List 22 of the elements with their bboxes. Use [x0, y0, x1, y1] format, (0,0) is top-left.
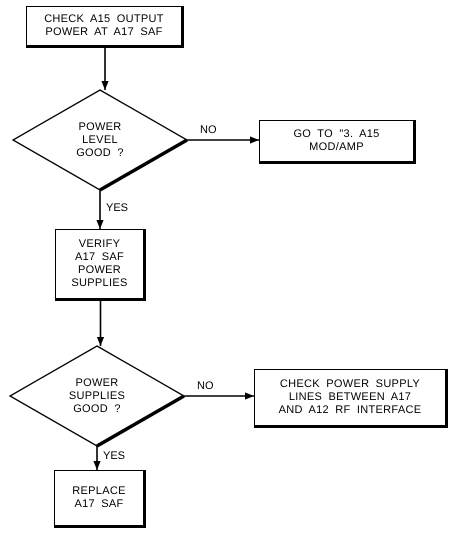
- node-text: CHECK POWER SUPPLY LINES BETWEEN A17 AND A12 RF INTERFACE: [278, 378, 422, 417]
- edge-label: NO: [199, 124, 218, 136]
- node-text: REPLACE A17 SAF: [71, 485, 127, 511]
- arrow: [184, 392, 254, 400]
- arrow: [93, 446, 101, 470]
- process-box: [54, 470, 146, 528]
- arrow: [101, 48, 109, 90]
- process-box: [26, 6, 184, 48]
- process-box: [254, 369, 448, 428]
- edge-label: YES: [105, 202, 130, 214]
- node-text: POWER SUPPLIES GOOD ?: [68, 376, 126, 416]
- arrow: [96, 301, 104, 346]
- process-box: [55, 229, 146, 301]
- node-text: VERIFY A17 SAF POWER SUPPLIES: [70, 238, 129, 290]
- arrow: [187, 136, 259, 144]
- arrow: [96, 190, 104, 229]
- node-text: POWER LEVEL GOOD ?: [75, 120, 125, 160]
- process-box: [259, 120, 416, 164]
- edge-label: YES: [102, 450, 126, 462]
- node-text: CHECK A15 OUTPUT POWER AT A17 SAF: [43, 13, 165, 39]
- node-text: GO TO "3. A15 MOD/AMP: [292, 128, 381, 154]
- edge-label: NO: [196, 380, 214, 392]
